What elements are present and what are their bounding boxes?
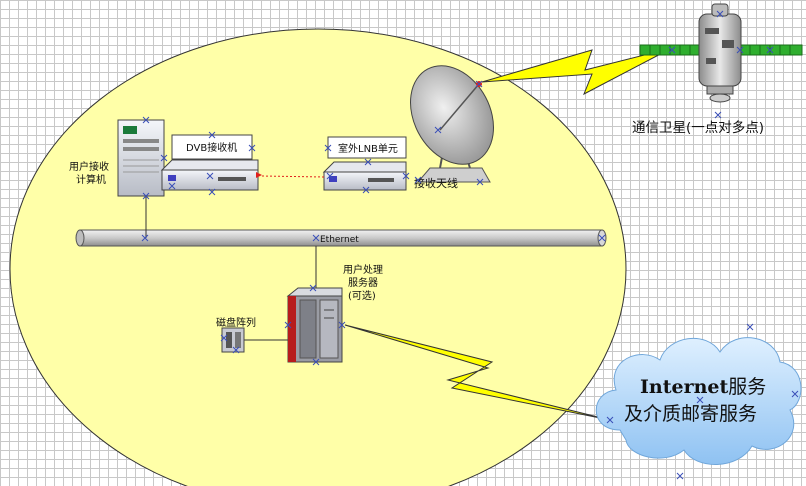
ethernet-label: Ethernet [320,235,359,245]
server-label-3: (可选) [348,289,376,302]
selection-handle-mark [714,111,722,119]
server-rack-icon [286,287,343,363]
selection-handle-mark [220,334,228,342]
selection-handle-mark [364,158,372,166]
selection-handle-mark [312,358,320,366]
selection-handle-mark [326,172,334,180]
selection-handle-mark [414,176,422,184]
selection-handle-mark [434,126,442,134]
selection-handle-mark [598,234,606,242]
selection-handle-mark [208,131,216,139]
lnb-unit-label: 室外LNB单元 [338,142,398,155]
selection-handle-mark [338,321,346,329]
user-computer-label-2: 计算机 [76,173,106,186]
selection-handle-mark [206,172,214,180]
receiver-box-icon [160,159,259,191]
internet-bold-text: Internet [640,376,728,398]
selection-handle-mark [324,144,332,152]
dish-antenna-icon [410,65,494,183]
selection-handle-mark [142,116,150,124]
selection-handle-mark [312,234,320,242]
lnb-box-icon [322,161,407,191]
selection-handle-mark [160,154,168,162]
internet-service-label: Internet服务 [640,376,766,398]
dvb-receiver-label-box [171,134,253,160]
selection-handle-mark [208,188,216,196]
selection-handle-mark [766,46,774,54]
selection-handle-mark [475,80,483,88]
selection-handle-mark [402,172,410,180]
selection-handle-mark [284,321,292,329]
selection-handle-mark [142,192,150,200]
selection-handle-mark [232,346,240,354]
selection-handle-mark [676,472,684,480]
dvb-receiver-label: DVB接收机 [186,141,237,154]
antenna-label: 接收天线 [414,176,458,190]
media-service-label: 及介质邮寄服务 [624,403,757,425]
selection-handles [141,10,799,480]
selection-handle-mark [362,186,370,194]
selection-handle-mark [696,396,704,404]
disk-array-label: 磁盘阵列 [216,316,256,329]
selection-handle-mark [141,234,149,242]
selection-handle-mark [309,284,317,292]
satellite-icon [639,3,803,103]
disk-array-icon [221,327,245,353]
selection-handle-mark [791,390,799,398]
selection-handle-mark [668,46,676,54]
server-label-1: 用户处理 [343,263,383,276]
satellite-label: 通信卫星(一点对多点) [632,119,764,136]
selection-handle-mark [746,323,754,331]
user-computer-label-1: 用户接收 [69,160,109,173]
server-label-2: 服务器 [348,276,378,289]
selection-handle-mark [476,178,484,186]
selection-handle-mark [716,10,724,18]
selection-handle-mark [606,416,614,424]
internet-rest-text: 服务 [728,376,766,398]
signal-marker [256,172,262,178]
selection-handle-mark [248,144,256,152]
selection-handle-mark [168,182,176,190]
computer-tower-icon [117,119,165,197]
selection-handle-mark [736,46,744,54]
coverage-ellipse [9,28,627,486]
